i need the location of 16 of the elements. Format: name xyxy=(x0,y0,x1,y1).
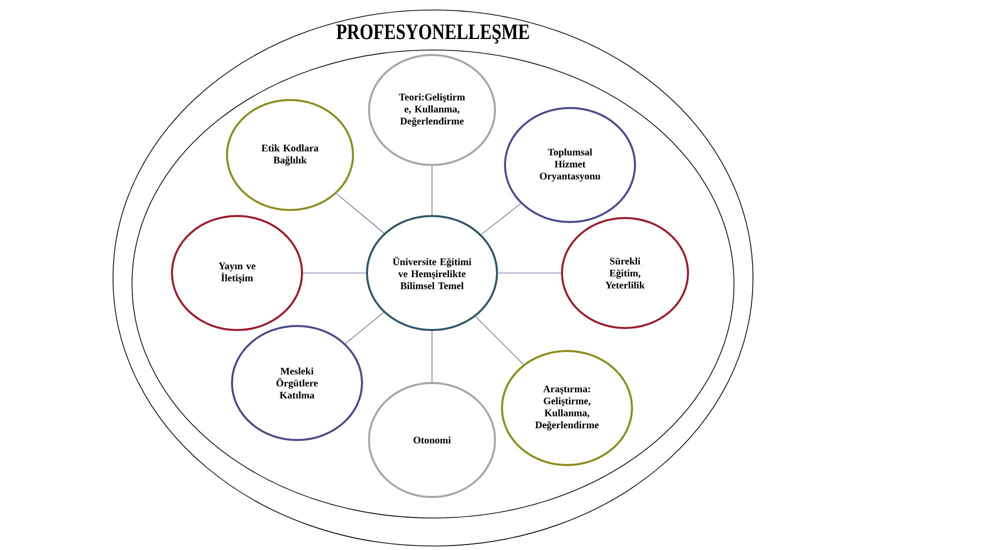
circle-node: Teori:Geliştirm e, Kullanma, Değerlendirme xyxy=(368,54,496,166)
circle-node: Yayın ve İletişim xyxy=(171,215,303,331)
circle-node: Üniversite Eğitimi ve Hemşirelikte Bilimsel Temel xyxy=(366,215,498,331)
circle-node: Mesleki Örgütlere Katılma xyxy=(231,325,363,441)
circle-node: Toplumsal Hizmet Oryantasyonu xyxy=(504,107,636,223)
circle-node: Sürekli Eğitim, Yeterlilik xyxy=(561,217,689,329)
connector-line xyxy=(302,272,366,274)
connector-line xyxy=(481,203,522,235)
connector-line xyxy=(498,272,562,274)
connector-line xyxy=(336,193,384,234)
circle-node: Araştırma: Geliştirme, Kullanma, Değerlendirme xyxy=(501,350,633,466)
circle-node: Etik Kodlara Bağlılık xyxy=(226,99,354,211)
connector-line xyxy=(345,312,384,344)
inner-ellipse xyxy=(132,50,734,518)
connector-line xyxy=(475,316,524,365)
circle-node: Otonomi xyxy=(368,382,496,498)
